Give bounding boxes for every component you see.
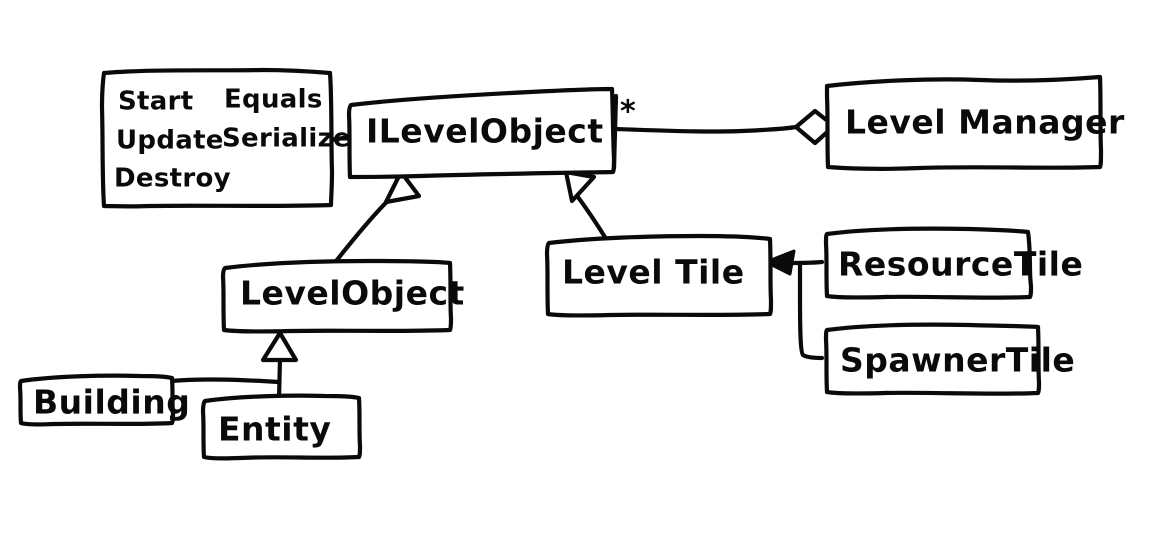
generalization-arrow-icon-tiles <box>764 249 796 276</box>
realization-triangle-icon-levelobject <box>383 169 422 205</box>
connector-ilevelobject-to-levelmanager <box>613 124 799 134</box>
class-box-building-outline <box>17 373 176 427</box>
class-box-spawnertile[interactable]: SpawnerTile <box>823 322 1075 396</box>
methods-row-0-right: Equals <box>224 85 323 115</box>
class-label-building: Building <box>33 383 190 422</box>
connector-methods-to-ilevelobject <box>328 134 353 143</box>
class-box-levelobject[interactable]: LevelObject <box>220 258 465 334</box>
class-box-entity[interactable]: Entity <box>200 393 363 461</box>
methods-box: Start Equals Update Serialize Destroy <box>99 67 351 209</box>
class-label-ilevelobject: ILevelObject <box>366 112 604 151</box>
class-box-leveltile-outline <box>544 233 774 318</box>
class-box-leveltile[interactable]: Level Tile <box>544 233 774 318</box>
class-box-ilevelobject-outline <box>346 86 617 180</box>
class-label-resourcetile: ResourceTile <box>838 245 1083 284</box>
methods-row-1-left: Update <box>116 126 224 156</box>
generalization-triangle-icon-entity <box>260 330 299 363</box>
connector-building-to-levelobject <box>168 377 282 385</box>
methods-row-0-left: Start <box>118 87 193 117</box>
class-box-resourcetile-outline <box>823 226 1034 300</box>
class-label-leveltile: Level Tile <box>562 253 745 292</box>
connector-entity-to-levelobject <box>276 355 283 403</box>
connector-leveltile-to-ilevelobject <box>572 190 611 245</box>
methods-row-1-right: Serialize <box>222 124 351 154</box>
class-box-building[interactable]: Building <box>17 373 190 427</box>
methods-row-2-left: Destroy <box>114 164 231 194</box>
methods-box-outline <box>99 67 335 209</box>
class-box-resourcetile[interactable]: ResourceTile <box>823 226 1083 300</box>
multiplicity-star: * <box>620 95 636 130</box>
class-box-levelmanager-outline <box>824 74 1104 171</box>
class-box-entity-outline <box>200 393 363 461</box>
class-box-levelobject-outline <box>220 258 454 334</box>
class-box-levelmanager[interactable]: Level Manager <box>824 74 1125 171</box>
class-box-spawnertile-outline <box>823 322 1042 396</box>
class-label-entity: Entity <box>218 410 331 449</box>
class-label-levelmanager: Level Manager <box>845 103 1125 142</box>
connector-spawnertile-to-leveltile <box>797 260 825 361</box>
class-label-spawnertile: SpawnerTile <box>840 341 1075 380</box>
class-box-ilevelobject[interactable]: ILevelObject <box>346 86 617 180</box>
class-label-levelobject: LevelObject <box>240 274 465 313</box>
connector-resourcetile-to-leveltile <box>787 259 825 266</box>
